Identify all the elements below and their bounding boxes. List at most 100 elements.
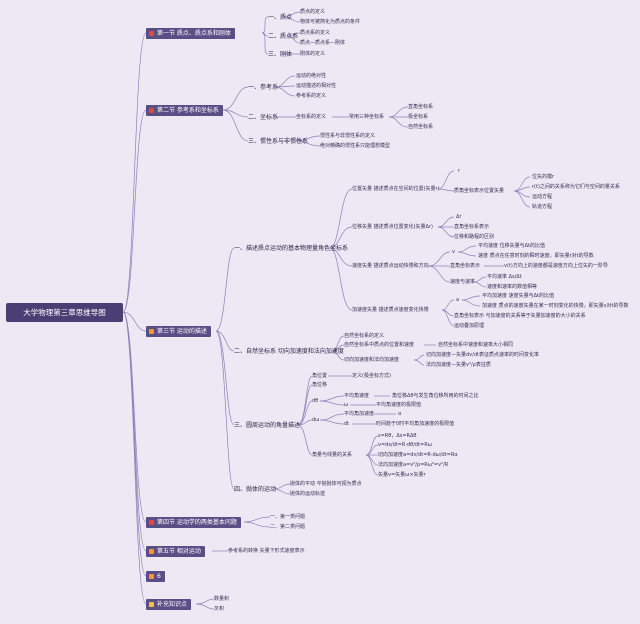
section-1[interactable]: 第一节 质点、质点系和刚体 [146, 28, 235, 39]
s3-node[interactable]: s=Rθ，Δs=RΔθ [378, 433, 417, 439]
s3-node[interactable]: 运动叠加原理 [454, 323, 485, 329]
s3-node[interactable]: 质角坐标表示位置矢量 [454, 188, 505, 194]
s2-node[interactable]: 坐标系的定义 [296, 114, 327, 120]
s3-node[interactable]: 平均加速度 速度矢量与Δt的比值 [482, 293, 554, 299]
section-2-label: 第二节 参考系和坐标系 [157, 107, 219, 114]
s3-node[interactable]: 平均角速度 [344, 393, 370, 399]
s3-node[interactable]: 速度和速率的数值相等 [487, 284, 538, 290]
s1-node[interactable]: 质点—质点系—刚体 [300, 40, 346, 46]
s2-node[interactable]: 惯性系与非惯性系的定义 [320, 133, 376, 139]
s3-node[interactable]: 切向加速度a=dv/dt=R·dω/dt=Rα [378, 452, 458, 458]
section-7-label: 补充知识点 [157, 601, 188, 608]
s3-node[interactable]: 自然坐标系中质点的位置和速度 [344, 342, 415, 348]
s2-node[interactable]: 一、参考系 [248, 84, 279, 91]
s2-node[interactable]: 参考系的定义 [296, 93, 327, 99]
s3-node[interactable]: α [398, 411, 402, 417]
s3-node[interactable]: 一、描述质点运动的基本物理量角色坐标系 [234, 245, 349, 252]
s3-node[interactable]: 法向加速度a=v²/ρ=Rω²=v²/R [378, 462, 449, 468]
section-6[interactable]: 6 [146, 571, 165, 582]
s1-node[interactable]: 质点的定义 [300, 9, 326, 15]
s3-node[interactable]: 运动方程 [532, 194, 553, 200]
s3-node[interactable]: 定义(极坐标方式) [352, 373, 391, 379]
s3-node[interactable]: 直角坐标表示 [450, 263, 481, 269]
s3-node[interactable]: 法向加速度—矢量v²/ρ表征质 [426, 362, 491, 368]
s1-node[interactable]: 刚体的定义 [300, 51, 326, 57]
s2-node[interactable]: 常用三种坐标系 [349, 114, 385, 120]
section-1-label: 第一节 质点、质点系和刚体 [157, 30, 231, 37]
s2-node[interactable]: 二、坐标系 [248, 114, 279, 121]
orange-flag-icon [149, 573, 154, 579]
section-2[interactable]: 第二节 参考系和坐标系 [146, 105, 223, 116]
s1-node[interactable]: 物体可被简化为质点的条件 [300, 19, 361, 25]
section-3-label: 第三节 运动的描述 [157, 328, 207, 335]
s3-node[interactable]: 抛体的运动轨迹 [290, 491, 326, 497]
s2-node[interactable]: 绝对精确的惯性系只能理想模型 [320, 143, 391, 149]
s3-node[interactable]: 位矢的模r [532, 174, 555, 180]
s3-node[interactable]: r(t)之间的关系称为它们与空间的量关系 [532, 184, 620, 190]
s3-node[interactable]: 二、自然坐标系 切向加速度和法向加速度 [234, 348, 344, 355]
s5-node[interactable]: 参考系的转换 矢量下形式速度表示 [228, 548, 305, 554]
s3-node[interactable]: Δr [456, 214, 462, 220]
s3-node[interactable]: 速度矢量 描述质点运动快慢和方向 [352, 263, 429, 269]
s3-node[interactable]: 四、抛体的运动 [234, 486, 277, 493]
s3-node[interactable]: 位移和路程的区别 [454, 234, 495, 240]
s1-node[interactable]: 质点系的定义 [300, 30, 331, 36]
s3-node[interactable]: ω [344, 402, 349, 408]
s2-node[interactable]: 运动描述的相对性 [296, 83, 337, 89]
s3-node[interactable]: 轨道方程 [532, 204, 553, 210]
s4-node[interactable]: 一、第一类问题 [270, 514, 306, 520]
s7-node[interactable]: 叉积 [214, 606, 225, 612]
s1-node[interactable]: 三、刚体 [268, 51, 293, 58]
root-topic[interactable]: 大学物理第三章思维导图 [6, 303, 123, 322]
s3-node[interactable]: 切向加速度—矢量dv/dt表征质点速率的时间变化率 [426, 352, 539, 358]
s3-node[interactable]: 位移矢量 描述质点位置变化(矢量Δr) [352, 224, 433, 230]
s3-node[interactable]: 抛体的平动 平抛抛体可视为质点 [290, 481, 362, 487]
s3-node[interactable]: 加速度矢量 描述质点速度变化快慢 [352, 307, 429, 313]
s1-node[interactable]: 一、质点 [268, 14, 293, 21]
section-4[interactable]: 第四节 运动学的两类基本问题 [146, 517, 241, 528]
s3-node[interactable]: dθ [312, 398, 319, 404]
s3-node[interactable]: a [456, 297, 460, 303]
s7-node[interactable]: 数量积 [214, 596, 230, 602]
s3-node[interactable]: v(t)方向上的速度都是速度方向上位矢的一阶导 [504, 263, 608, 269]
s3-node[interactable]: 平均角速度的极限值 [376, 402, 422, 408]
s3-node[interactable]: 平均速度 位移矢量与Δt的比值 [478, 243, 545, 249]
s3-node[interactable]: 速度 质点在任意时刻的瞬时速度，即矢量r对t的导数 [478, 253, 594, 259]
s1-node[interactable]: 二、质点系 [268, 33, 299, 40]
section-5-label: 第五节 相对运动 [157, 548, 201, 555]
s3-node[interactable]: 切向加速度和法向加速度 [344, 357, 400, 363]
s3-node[interactable]: 速度与速率 [450, 279, 476, 285]
section-7[interactable]: 补充知识点 [146, 599, 192, 610]
s3-node[interactable]: 直角坐标系表示 [454, 224, 490, 230]
s2-node[interactable]: 三、惯性系与非惯性系 [248, 138, 309, 145]
s3-node[interactable]: 位置矢量 描述质点在空间的位置(矢量r) [352, 186, 440, 192]
section-5[interactable]: 第五节 相对运动 [146, 546, 205, 557]
s3-node[interactable]: 自然坐标系中速度和速率大小相同 [438, 342, 514, 348]
s3-node[interactable]: 角位移 [312, 382, 328, 388]
s3-node[interactable]: dt [344, 421, 350, 427]
s2-node[interactable]: 极坐标系 [408, 114, 429, 120]
s3-node[interactable]: 直角坐标表示 与加速度的关系等于矢量加速度的大小的关系 [454, 313, 586, 319]
s3-node[interactable]: 平均速率 Δs/Δt [487, 274, 522, 280]
section-4-label: 第四节 运动学的两类基本问题 [157, 519, 237, 526]
s3-node[interactable]: v [452, 249, 455, 255]
s3-node[interactable]: 时间趋于0时平均角加速度的极限值 [376, 421, 455, 427]
s3-node[interactable]: v=ds/dt=R·dθ/dt=Rω [378, 442, 432, 448]
s3-node[interactable]: 平均角加速度 [344, 411, 375, 417]
s2-node[interactable]: 直角坐标系 [408, 104, 434, 110]
s3-node[interactable]: 自然坐标系的定义 [344, 333, 385, 339]
s3-node[interactable]: 加速度 质点的速度矢量在某一时刻变化的快慢，即矢量v对t的导数 [482, 303, 629, 309]
s4-node[interactable]: 二、第二类问题 [270, 524, 306, 530]
s3-node[interactable]: r [458, 168, 461, 174]
s3-node[interactable]: 三、圆周运动的角量描述 [234, 422, 301, 429]
s3-node[interactable]: 角位移Δθ与发生角位移所用的时间之比 [392, 393, 479, 399]
s3-node[interactable]: 角位置 [312, 373, 328, 379]
s2-node[interactable]: 运动的绝对性 [296, 73, 327, 79]
s3-node[interactable]: dω [312, 417, 320, 423]
s2-node[interactable]: 自然坐标系 [408, 124, 434, 130]
s3-node[interactable]: 矢量v=矢量ω×矢量r [378, 472, 426, 478]
s3-node[interactable]: 角量与线量的关系 [312, 452, 353, 458]
section-3[interactable]: 第三节 运动的描述 [146, 326, 211, 337]
